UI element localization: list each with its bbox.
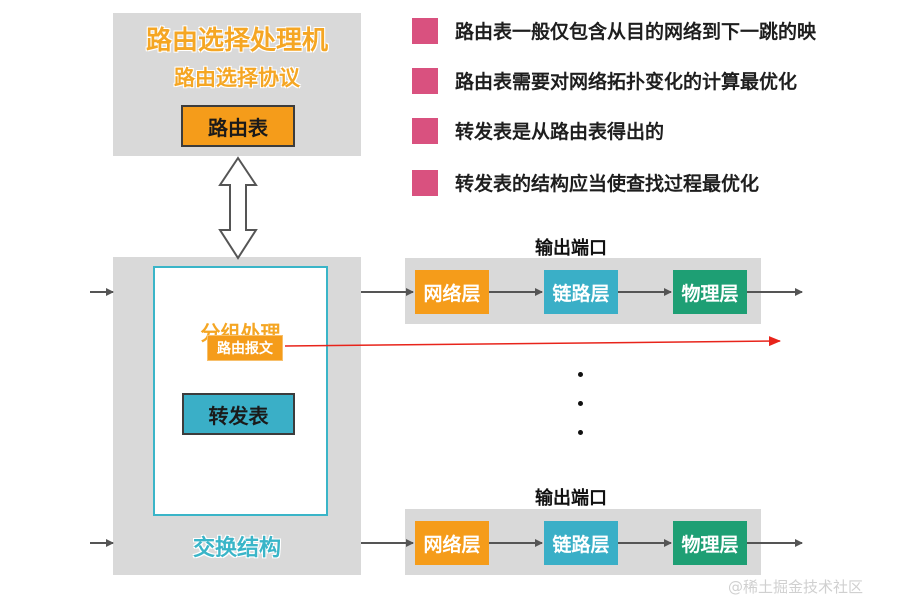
bullet-marker-4 [412, 170, 438, 196]
link-layer-box-2: 链路层 [544, 521, 618, 565]
switching-fabric-label: 交换结构 [192, 536, 281, 561]
watermark: @稀土掘金技术社区 [728, 578, 864, 596]
bullet-text-3: 转发表是从路由表得出的 [455, 121, 665, 143]
bullet-marker-3 [412, 118, 438, 144]
ellipsis-dot-2 [578, 401, 583, 406]
routing-processor-title: 路由选择处理机 [145, 26, 328, 56]
output-port-title-2: 输出端口 [535, 488, 607, 509]
packet-processing-box [153, 266, 328, 516]
bullet-text-2: 路由表需要对网络拓扑变化的计算最优化 [455, 71, 798, 93]
physical-layer-box-2: 物理层 [673, 521, 747, 565]
bullet-marker-1 [412, 18, 438, 44]
bullet-text-1: 路由表一般仅包含从目的网络到下一跳的映 [455, 21, 817, 43]
forwarding-table-box: 转发表 [182, 393, 295, 435]
output-port-title-1: 输出端口 [535, 238, 607, 259]
network-layer-box-1: 网络层 [415, 270, 489, 314]
routing-table-box: 路由表 [181, 105, 295, 147]
link-layer-box-1: 链路层 [544, 270, 618, 314]
bullet-marker-2 [412, 68, 438, 94]
bullet-text-4: 转发表的结构应当使查找过程最优化 [455, 173, 760, 195]
network-layer-box-2: 网络层 [415, 521, 489, 565]
routing-message-arrow [284, 336, 781, 347]
routing-message-box: 路由报文 [207, 335, 283, 361]
ellipsis-dot-1 [578, 372, 583, 377]
bidirectional-arrow [218, 156, 258, 260]
physical-layer-box-1: 物理层 [673, 270, 747, 314]
ellipsis-dot-3 [578, 430, 583, 435]
routing-protocol-label: 路由选择协议 [174, 66, 300, 90]
